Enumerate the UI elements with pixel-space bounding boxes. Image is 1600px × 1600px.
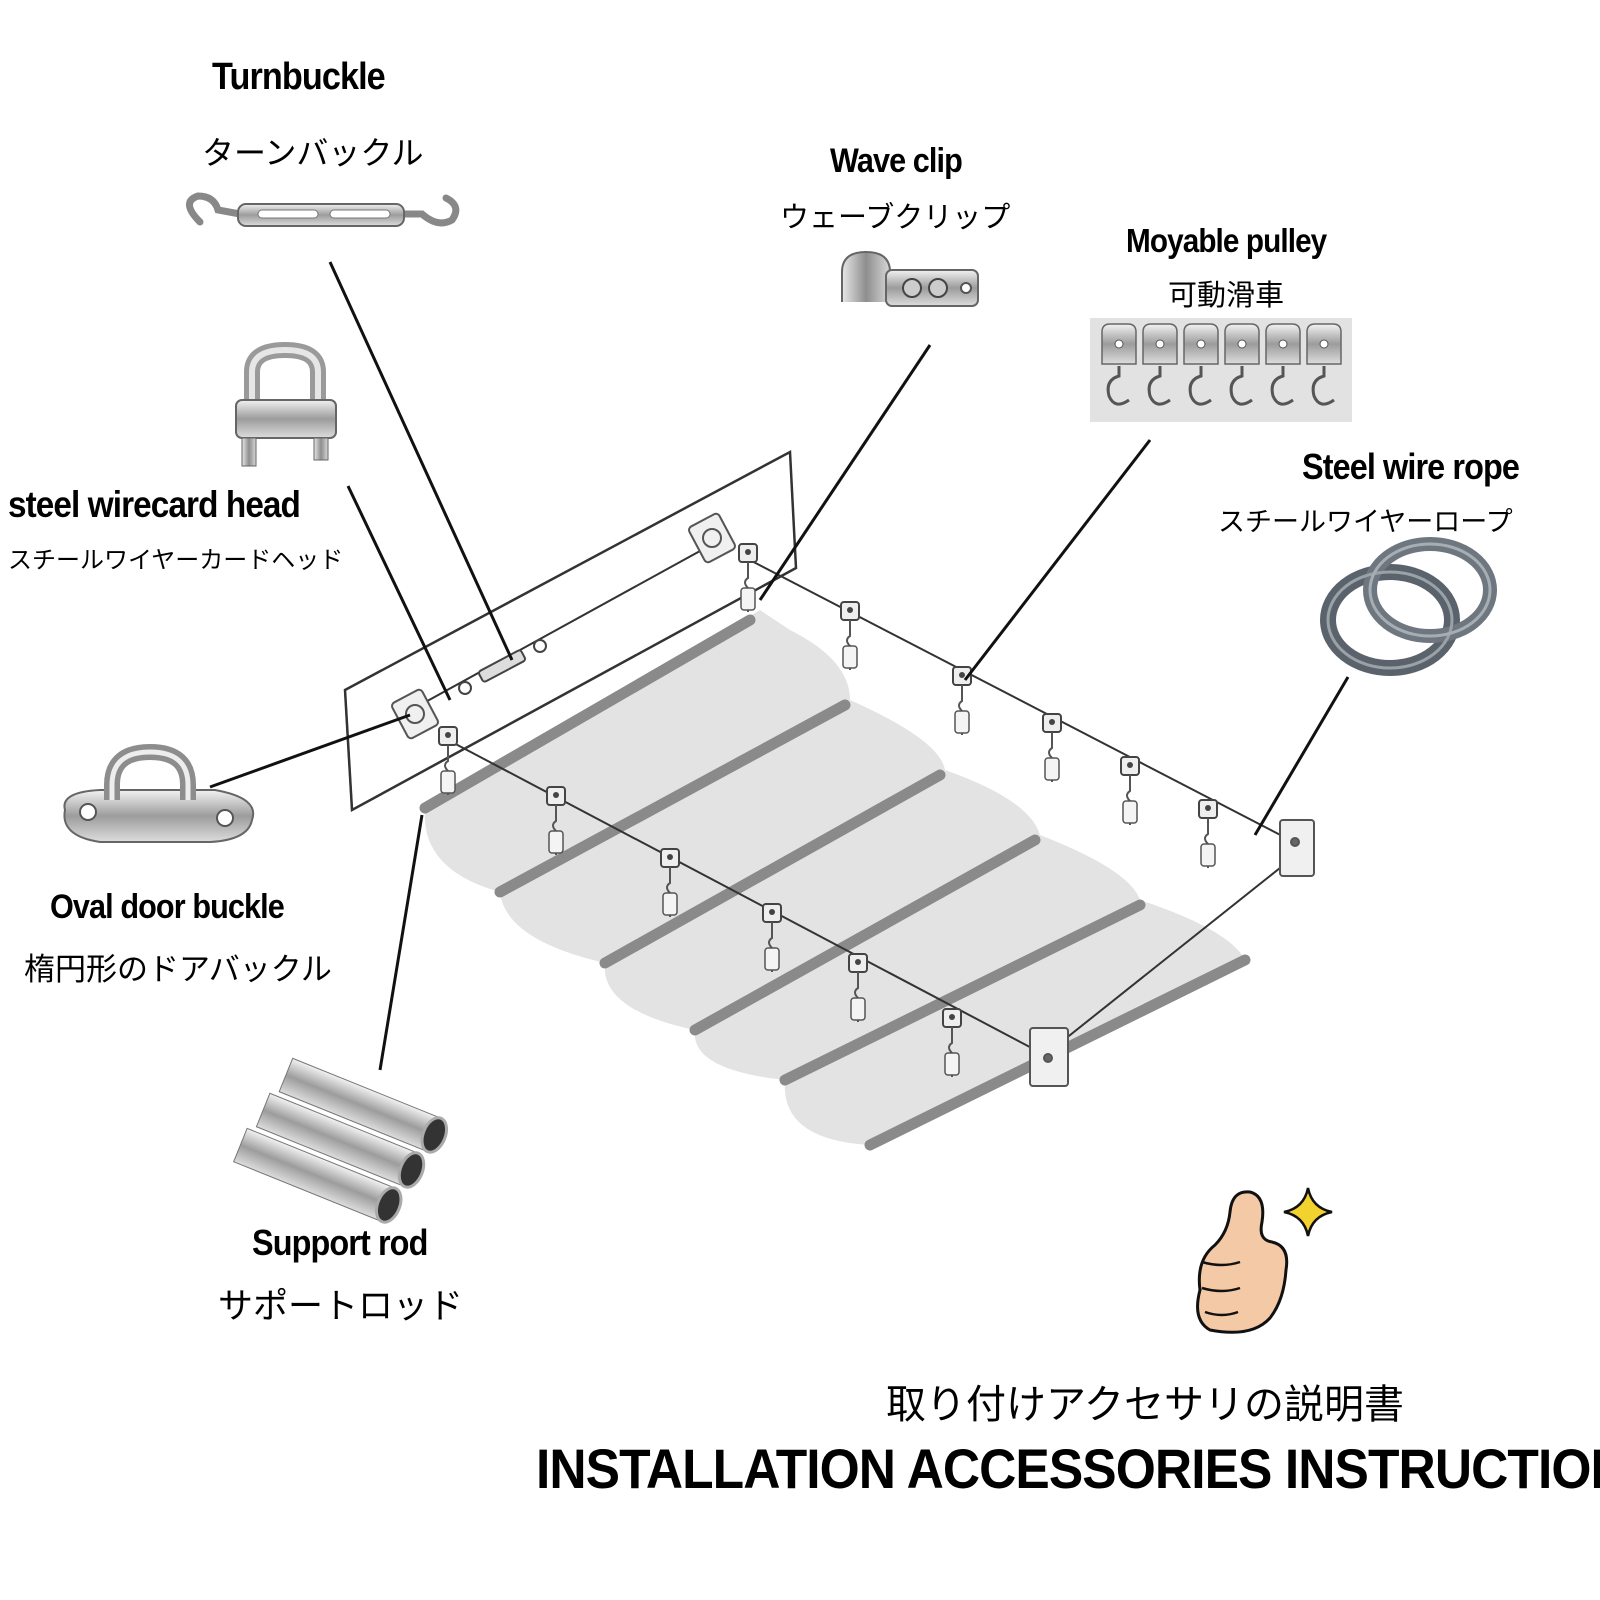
support-rod-label-ja: サポートロッド xyxy=(218,1287,464,1327)
pulley-unit-5 xyxy=(1265,323,1301,406)
wire-clamp-icon xyxy=(235,341,337,467)
pulley-clip-2 xyxy=(840,601,860,670)
support-rod-1 xyxy=(419,614,756,814)
pulley-clip-4 xyxy=(1042,713,1062,782)
support-rod-3 xyxy=(599,769,946,969)
pulley-clips xyxy=(438,543,1218,1077)
canopy-fabric xyxy=(424,610,1245,1145)
pulley-clip-1 xyxy=(738,543,758,612)
pulley-unit-6 xyxy=(1306,323,1342,406)
pad-eye-icon xyxy=(63,743,255,843)
wall-plates xyxy=(391,512,1315,1087)
steel-wire-rope-label-ja: スチールワイヤーロープ xyxy=(1218,507,1513,538)
sparkle-icon xyxy=(1283,1187,1333,1237)
support-rod-label: Support rod xyxy=(252,1222,428,1263)
pulley-clip-8 xyxy=(546,786,566,855)
pulley-unit-4 xyxy=(1224,323,1260,406)
wall-board xyxy=(343,449,798,813)
tube-icon xyxy=(232,1057,449,1224)
wave-clip-icon xyxy=(841,250,979,307)
pulley-clip-11 xyxy=(848,953,868,1022)
wirecard-head-label: steel wirecard head xyxy=(8,484,301,525)
pulley-unit-2 xyxy=(1142,323,1178,406)
movable-pulley-label: Moyable pulley xyxy=(1126,222,1327,259)
turnbuckle-label: Turnbuckle xyxy=(212,56,386,98)
oval-door-buckle-label-ja: 楕円形のドアバックル xyxy=(24,952,332,988)
turnbuckle-label-ja: ターンバックル xyxy=(202,134,424,172)
steel-wire-rope-label: Steel wire rope xyxy=(1302,446,1520,487)
movable-pulley-label-ja: 可動滑車 xyxy=(1168,278,1285,312)
pulley-clip-3 xyxy=(952,666,972,735)
thumbs-up-icon xyxy=(1196,1190,1289,1334)
footer-title-en: INSTALLATION ACCESSORIES INSTRUCTIONS xyxy=(536,1437,1600,1500)
wire-coil-icon xyxy=(1320,537,1497,676)
pulley-clip-6 xyxy=(1198,799,1218,868)
installed-turnbuckle xyxy=(458,639,547,695)
pulley-unit-1 xyxy=(1101,323,1137,406)
pulley-unit-3 xyxy=(1183,323,1219,406)
pulley-clip-12 xyxy=(942,1008,962,1077)
leader-lines xyxy=(209,261,1350,1071)
pulley-clip-5 xyxy=(1120,756,1140,825)
pulley-clip-9 xyxy=(660,848,680,917)
pulley-icon xyxy=(1090,318,1352,422)
pulley-clip-7 xyxy=(438,726,458,795)
turnbuckle-icon xyxy=(186,192,460,227)
support-rod-4 xyxy=(689,834,1041,1036)
support-rod-5 xyxy=(779,899,1146,1086)
wirecard-head-label-ja: スチールワイヤーカードヘッド xyxy=(8,546,344,574)
oval-door-buckle-label: Oval door buckle xyxy=(50,888,285,926)
support-rod-2 xyxy=(494,699,851,898)
wave-clip-label: Wave clip xyxy=(830,142,963,180)
wave-clip-label-ja: ウェーブクリップ xyxy=(780,200,1011,234)
pulley-clip-10 xyxy=(762,903,782,972)
footer-title-ja: 取り付けアクセサリの説明書 xyxy=(886,1382,1404,1428)
